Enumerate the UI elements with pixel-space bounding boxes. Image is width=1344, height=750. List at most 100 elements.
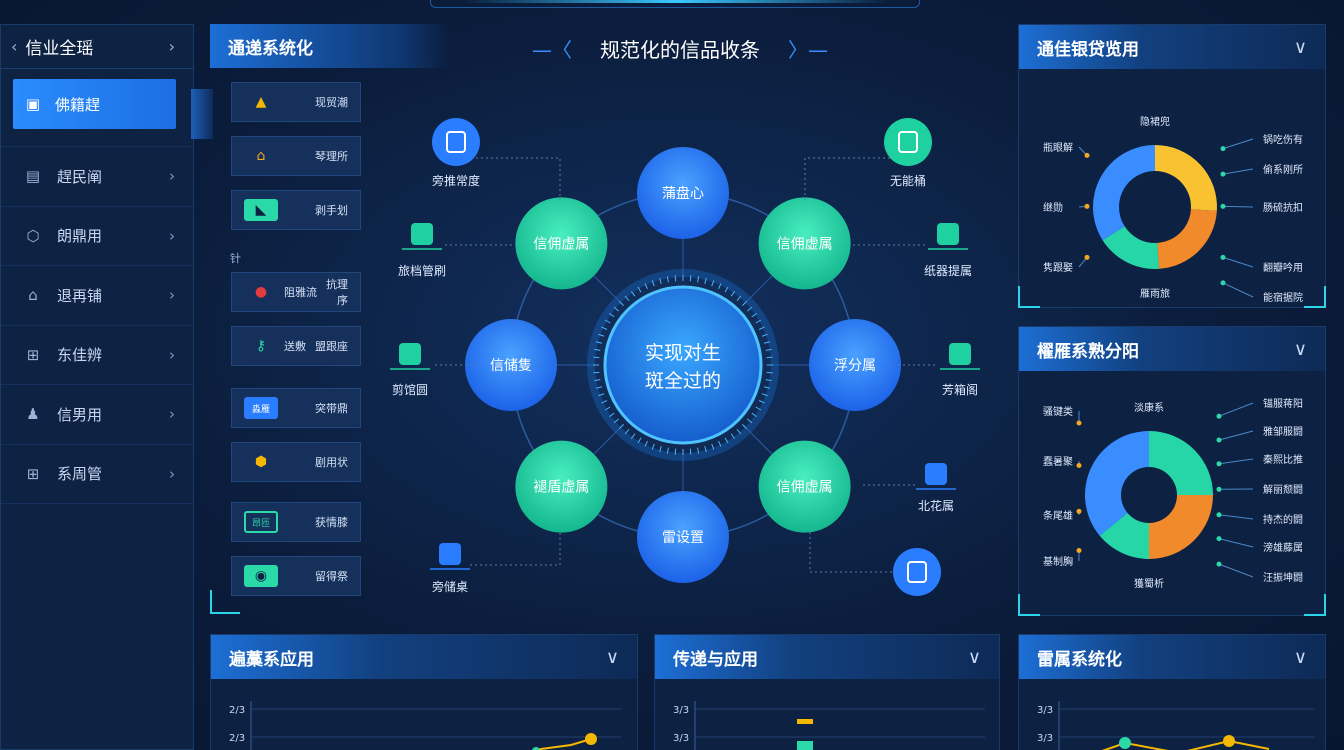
robot-icon <box>937 223 959 245</box>
process-node[interactable] <box>758 440 851 533</box>
list-item-label: 盟跟座 <box>315 340 348 353</box>
sidebar-item-0[interactable]: ▣ 佛籍趕 <box>13 79 176 129</box>
core-node[interactable] <box>603 285 763 445</box>
core-tick <box>593 371 600 374</box>
chevron-right-icon: › <box>169 286 175 305</box>
outer-label: 旁推常度 <box>432 173 480 188</box>
donut-label-left: 瓶眼解 <box>1043 141 1073 154</box>
donut-chart-2: 淡康系獲蜀析骚键类蠢暑聚条尾雄基制胸锚服蒋阳雅邹服闘秦熙比推解丽颓闘持杰的闘滂雄… <box>1043 398 1303 590</box>
list-item-7[interactable]: 昂匝 获情膝 <box>231 502 361 542</box>
chevron-down-icon[interactable]: ∨ <box>1293 646 1307 668</box>
core-tick <box>711 443 715 450</box>
connector-line <box>804 157 890 200</box>
core-tick <box>711 280 715 287</box>
donut-label-right: 翻瓣吟用 <box>1263 261 1303 274</box>
leader-dot <box>1216 437 1222 443</box>
donut-slice[interactable] <box>1149 431 1213 495</box>
chevron-right-icon[interactable]: › <box>168 37 175 56</box>
leader-dot <box>1076 463 1082 468</box>
connector-line <box>809 530 892 573</box>
panel-header[interactable]: 雷属系统化 ∨ <box>1019 635 1325 679</box>
y-tick-label: 3/3 <box>673 733 689 744</box>
donut-label-bottom: 雁雨旅 <box>1140 287 1170 300</box>
donut-slice[interactable] <box>1157 209 1217 269</box>
donut-label-left: 继勋 <box>1043 201 1063 214</box>
process-node[interactable] <box>758 197 851 290</box>
panel-header[interactable]: 通佳银贷览用 ∨ <box>1019 25 1325 69</box>
sidebar-item-6[interactable]: ⊞ 系周管 › <box>1 445 193 504</box>
list-item-5[interactable]: 淼雁 突带鼎 <box>231 388 361 428</box>
sidebar-item-4[interactable]: ⊞ 东佳辨 › <box>1 326 193 385</box>
middle-left-panel: 通递系统化 ▲ 现贸潮 ⌂ 琴理所 ◣ 剥手划 针 ● 阻雅流 抗理序 ⚷ 送敷… <box>210 24 480 618</box>
donut-slice[interactable] <box>1155 145 1217 211</box>
donut-slice[interactable] <box>1149 495 1213 559</box>
donut-label-right: 雅邹服闘 <box>1263 425 1303 438</box>
sidebar-header[interactable]: ‹ 信业全瑶 › <box>1 25 193 69</box>
leader-line <box>1222 205 1254 208</box>
sidebar-item-3[interactable]: ⌂ 退再铺 › <box>1 266 193 326</box>
process-node[interactable] <box>809 319 901 411</box>
process-node[interactable] <box>515 197 608 290</box>
stray-label: 针 <box>230 252 241 265</box>
printer-icon-glyph <box>898 131 918 153</box>
chevron-down-icon[interactable]: ∨ <box>1293 338 1307 360</box>
process-node[interactable] <box>515 440 608 533</box>
sidebar-item-1[interactable]: ▤ 趕民阐 › <box>1 147 193 207</box>
share-button-icon[interactable] <box>893 548 941 596</box>
chevron-down-icon[interactable]: ∨ <box>1293 36 1307 58</box>
core-tick <box>598 333 605 337</box>
list-item-8[interactable]: ◉ 留得祭 <box>231 556 361 596</box>
printer-icon[interactable] <box>884 118 932 166</box>
database-icon <box>439 543 461 565</box>
panel-header[interactable]: 遍藁系应用 ∨ <box>211 635 637 679</box>
list-item-label: 剥手划 <box>315 204 348 217</box>
leader-line <box>1218 430 1254 441</box>
chevron-down-icon[interactable]: ∨ <box>967 646 981 668</box>
spoke-line <box>593 424 624 455</box>
donut-slice[interactable] <box>1093 145 1155 241</box>
core-tick <box>718 283 722 290</box>
process-node[interactable] <box>465 319 557 411</box>
donut-slice[interactable] <box>1102 226 1159 269</box>
corner-decoration <box>1304 594 1326 616</box>
donut-label-top: 隐裙兜 <box>1140 115 1170 128</box>
list-item-2[interactable]: ◣ 剥手划 <box>231 190 361 230</box>
list-item-6[interactable]: ⬢ 剧用状 <box>231 442 361 482</box>
process-node[interactable] <box>637 491 729 583</box>
core-tick <box>724 286 729 293</box>
core-tick <box>761 393 768 397</box>
list-item-3[interactable]: ● 阻雅流 抗理序 <box>231 272 361 312</box>
top-decorative-bar <box>430 0 920 8</box>
phone-icon[interactable] <box>432 118 480 166</box>
core-tick <box>637 437 642 444</box>
leader-line <box>1218 402 1254 417</box>
corner-decoration <box>1304 286 1326 308</box>
donut-label-right: 解丽颓闘 <box>1263 483 1303 496</box>
process-node[interactable] <box>637 147 729 239</box>
donut-slice[interactable] <box>1085 431 1149 536</box>
list-item-4[interactable]: ⚷ 送敷 盟跟座 <box>231 326 361 366</box>
corner-decoration <box>1018 286 1040 308</box>
leader-dot <box>1216 461 1222 467</box>
chevron-down-icon[interactable]: ∨ <box>605 646 619 668</box>
spoke-line <box>742 275 773 306</box>
core-tick <box>736 429 742 435</box>
list-item-0[interactable]: ▲ 现贸潮 <box>231 82 361 122</box>
sidebar-item-2[interactable]: ⬡ 朗鼎用 › <box>1 207 193 266</box>
process-node-label: 褪盾虚属 <box>533 480 589 496</box>
outer-label: 北花属 <box>918 498 954 513</box>
list-item-1[interactable]: ⌂ 琴理所 <box>231 136 361 176</box>
list-item-prefix: 送敷 <box>284 340 306 353</box>
panel-header[interactable]: 传递与应用 ∨ <box>655 635 999 679</box>
core-tick <box>601 400 608 404</box>
bracket-left-icon: —〈 <box>532 37 572 62</box>
donut-label-left: 骚键类 <box>1043 405 1073 418</box>
donut-slice[interactable] <box>1099 512 1149 559</box>
panel-header[interactable]: 櫂雁系熟分阳 ∨ <box>1019 327 1325 371</box>
center-title-wrap: —〈 规范化的信品收条 〉— <box>500 28 860 68</box>
sidebar-item-5[interactable]: ♟ 信男用 › <box>1 385 193 445</box>
people-icon: ♟ <box>26 405 40 424</box>
core-tick <box>604 406 611 411</box>
leader-dot <box>1216 512 1222 518</box>
chevron-left-icon[interactable]: ‹ <box>11 37 18 56</box>
